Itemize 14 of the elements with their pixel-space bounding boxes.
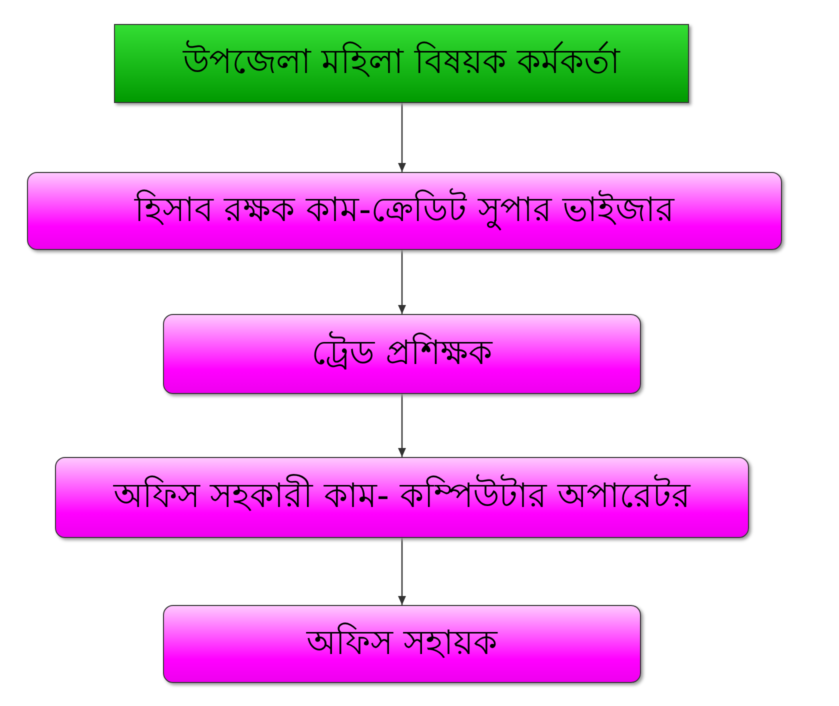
process-box [163,314,641,394]
arrow [398,394,406,457]
title-box [114,24,689,103]
arrow [398,250,406,314]
arrow [398,103,406,172]
box-label: হিসাব রক্ষক কাম-ক্রেডিট সুপার ভাইজার [134,187,675,232]
box-label: অফিস সহায়ক [306,622,498,664]
process-box [55,457,749,538]
box-label: ট্রেড প্রশিক্ষক [312,330,492,374]
process-box [27,172,782,250]
process-box [163,605,641,683]
box-label: অফিস সহকারী কাম- কম্পিউটার অপারেটর [113,473,691,518]
box-label: উপজেলা মহিলা বিষয়ক কর্মকর্তা [182,39,620,84]
arrow [398,538,406,605]
